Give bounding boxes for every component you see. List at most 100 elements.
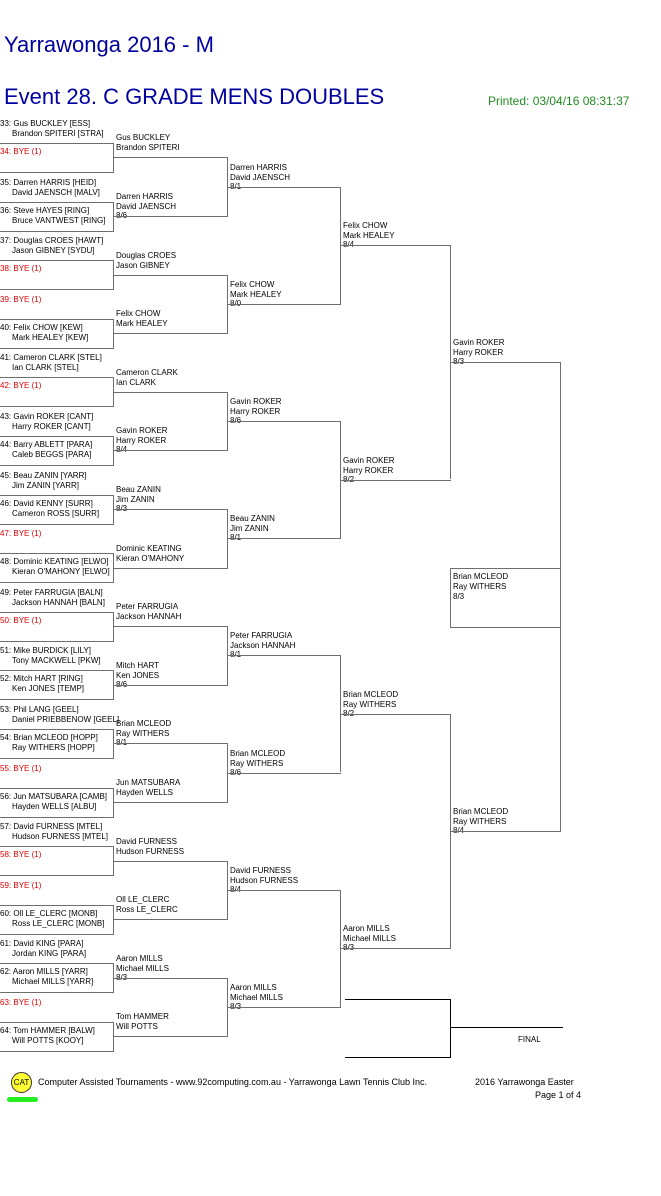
bye-entry: 39: BYE (1) xyxy=(0,295,41,305)
entry-number: 59: xyxy=(0,881,12,890)
bye-entry: 47: BYE (1) xyxy=(0,529,41,539)
match-score: 8/6 xyxy=(230,416,241,426)
footer-credit: Computer Assisted Tournaments - www.92co… xyxy=(38,1077,428,1087)
entry-number: 43: xyxy=(0,412,12,421)
winner-name: Mitch HART xyxy=(116,661,159,670)
bracket-line xyxy=(113,509,227,510)
winner-name: Darren HARRIS xyxy=(116,192,173,201)
winner-name: Peter FARRUGIA xyxy=(230,631,293,640)
bracket-line xyxy=(113,978,227,979)
tournament-title: Yarrawonga 2016 - M xyxy=(4,32,214,57)
partner-name: Kieran O'MAHONY [ELWO] xyxy=(12,567,110,576)
winner-name: Felix CHOW xyxy=(343,221,388,230)
entry-number: 63: xyxy=(0,998,12,1007)
bracket-line xyxy=(450,627,561,628)
partner-name: Ross LE_CLERC [MONB] xyxy=(12,919,105,928)
entry-number: 38: xyxy=(0,264,12,273)
winner-partner-name: Ray WITHERS xyxy=(453,817,507,826)
bye-label: BYE (1) xyxy=(13,381,42,390)
logo-underline xyxy=(7,1097,38,1102)
winner-partner-name: Jason GIBNEY xyxy=(116,261,170,270)
winner-name: Gavin ROKER xyxy=(343,456,395,465)
draw-entry: 60: Oll LE_CLERC [MONB]Ross LE_CLERC [MO… xyxy=(0,909,104,929)
winner-name: David FURNESS xyxy=(116,837,177,846)
winner-name: Oll LE_CLERC xyxy=(116,895,170,904)
bracket-line xyxy=(0,875,114,876)
bracket-line xyxy=(0,231,114,232)
bracket-line xyxy=(450,568,560,569)
entry-number: 39: xyxy=(0,295,12,304)
bracket-line xyxy=(113,919,228,920)
winner-partner-name: Harry ROKER xyxy=(343,466,394,475)
entry-number: 61: xyxy=(0,939,12,948)
match-score: 8/6 xyxy=(116,211,127,221)
entry-number: 37: xyxy=(0,236,12,245)
bracket-line xyxy=(0,172,114,173)
match-score: 8/0 xyxy=(230,299,241,309)
entry-number: 49: xyxy=(0,588,12,597)
entry-number: 53: xyxy=(0,705,12,714)
winner-partner-name: Michael MILLS xyxy=(343,934,396,943)
bye-label: BYE (1) xyxy=(13,616,42,625)
bracket-line xyxy=(0,905,113,906)
bye-label: BYE (1) xyxy=(13,881,42,890)
bracket-line xyxy=(0,377,113,378)
winner-name: Gavin ROKER xyxy=(116,426,168,435)
match-score: 8/1 xyxy=(230,182,241,192)
partner-name: Tony MACKWELL [PKW] xyxy=(12,656,101,665)
bracket-line xyxy=(113,670,114,699)
winner-name: Brian MCLEOD xyxy=(453,807,509,816)
partner-name: David JAENSCH [MALV] xyxy=(12,188,100,197)
bracket-line xyxy=(113,802,228,803)
bracket-line xyxy=(227,538,341,539)
match-score: 8/1 xyxy=(230,650,241,660)
bracket-line xyxy=(0,553,113,554)
bracket-line xyxy=(0,143,113,144)
bracket-line xyxy=(113,685,228,686)
partner-name: Brandon SPITERI [STRA] xyxy=(12,129,104,138)
winner-partner-name: Hayden WELLS xyxy=(116,788,173,797)
draw-entry: 64: Tom HAMMER [BALW]Will POTTS [KOOY] xyxy=(0,1026,95,1046)
match-score: 8/4 xyxy=(116,445,127,455)
winner-partner-name: Will POTTS xyxy=(116,1022,158,1031)
winner-partner-name: Ken JONES xyxy=(116,671,160,680)
winner-name: Brian MCLEOD xyxy=(116,719,172,728)
bye-entry: 63: BYE (1) xyxy=(0,998,41,1008)
entry-number: 33: xyxy=(0,119,12,128)
bye-label: BYE (1) xyxy=(13,764,42,773)
bracket-line xyxy=(340,655,341,772)
winner-name: Aaron MILLS xyxy=(230,983,277,992)
bye-entry: 42: BYE (1) xyxy=(0,381,41,391)
winner-name: Brian MCLEOD xyxy=(343,690,399,699)
bracket-line xyxy=(0,846,113,847)
player-name: Steve HAYES [RING] xyxy=(13,206,90,215)
winner-partner-name: Michael MILLS xyxy=(230,993,283,1002)
bracket-line xyxy=(227,743,228,802)
bracket-line xyxy=(113,1036,228,1037)
bracket-line xyxy=(113,553,114,582)
entry-number: 62: xyxy=(0,967,12,976)
draw-entry: 41: Cameron CLARK [STEL]Ian CLARK [STEL] xyxy=(0,353,102,373)
bracket-line xyxy=(113,963,114,992)
entry-number: 48: xyxy=(0,557,12,566)
draw-entry: 48: Dominic KEATING [ELWO]Kieran O'MAHON… xyxy=(0,557,110,577)
winner-partner-name: Harry ROKER xyxy=(116,436,167,445)
winner-partner-name: Hudson FURNESS xyxy=(230,876,299,885)
entry-number: 64: xyxy=(0,1026,12,1035)
bracket-line xyxy=(345,1057,451,1058)
winner-partner-name: Mark HEALEY xyxy=(116,319,168,328)
bracket-line xyxy=(113,216,228,217)
bye-label: BYE (1) xyxy=(13,147,42,156)
bracket-line xyxy=(227,157,228,216)
match-score: 8/2 xyxy=(343,709,354,719)
player-name: Gus BUCKLEY [ESS] xyxy=(13,119,91,128)
bracket-line xyxy=(227,187,340,188)
bracket-line xyxy=(0,641,114,642)
player-name: David FURNESS [MTEL] xyxy=(13,822,103,831)
winner-partner-name: Mark HEALEY xyxy=(230,290,282,299)
winner-partner-name: Kieran O'MAHONY xyxy=(116,554,185,563)
entry-number: 47: xyxy=(0,529,12,538)
draw-entry: 44: Barry ABLETT [PARA]Caleb BEGGS [PARA… xyxy=(0,440,92,460)
partner-name: Daniel PRIEBBENOW [GEEL] xyxy=(12,715,120,724)
bracket-line xyxy=(0,260,113,261)
